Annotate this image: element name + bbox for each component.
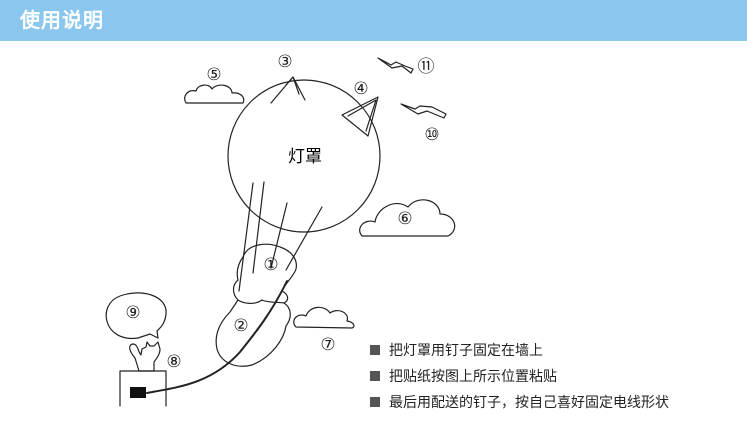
header-title: 使用说明 xyxy=(20,8,104,32)
installation-diagram: 灯罩 ① ② ③ ④ ⑤ ⑥ ⑦ ⑧ ⑨ ⑩ ⑪ xyxy=(105,52,456,407)
step-3-text: 最后用配送的钉子，按自己喜好固定电线形状 xyxy=(389,395,669,411)
marker-3: ③ xyxy=(277,52,292,72)
bird-10-sticker xyxy=(400,103,447,119)
cloud-7-sticker xyxy=(293,306,355,329)
step-1-text: 把灯罩用钉子固定在墙上 xyxy=(389,343,543,359)
marker-5: ⑤ xyxy=(206,65,221,85)
instruction-steps: 把灯罩用钉子固定在墙上 把贴纸按图上所示位置粘贴 最后用配送的钉子，按自己喜好固… xyxy=(370,338,669,416)
cat-8-sticker xyxy=(129,341,161,372)
step-1: 把灯罩用钉子固定在墙上 xyxy=(370,338,669,364)
cloud-6-sticker xyxy=(359,199,456,237)
step-2: 把贴纸按图上所示位置粘贴 xyxy=(370,364,669,390)
lampshade-circle xyxy=(227,79,381,233)
step-3: 最后用配送的钉子，按自己喜好固定电线形状 xyxy=(370,390,669,416)
marker-10: ⑩ xyxy=(424,125,439,145)
marker-9: ⑨ xyxy=(125,303,140,323)
child-figure-sticker xyxy=(215,243,297,367)
cloud-5-sticker xyxy=(184,84,245,104)
marker-11: ⑪ xyxy=(418,57,435,77)
ear-4-sticker xyxy=(341,96,379,137)
step-2-text: 把贴纸按图上所示位置粘贴 xyxy=(389,369,557,385)
speech-bubble-9 xyxy=(105,292,167,339)
marker-6: ⑥ xyxy=(397,209,412,229)
bird-11-sticker xyxy=(377,57,414,74)
section-header: 使用说明 xyxy=(0,0,747,41)
square-bullet-icon xyxy=(370,371,380,381)
plug xyxy=(130,387,146,398)
marker-4: ④ xyxy=(353,79,368,99)
marker-7: ⑦ xyxy=(320,335,335,355)
square-bullet-icon xyxy=(370,397,380,407)
lampshade-label: 灯罩 xyxy=(288,147,322,167)
ear-3-sticker xyxy=(270,76,306,104)
square-bullet-icon xyxy=(370,345,380,355)
marker-1: ① xyxy=(263,255,278,275)
marker-2: ② xyxy=(233,316,248,336)
electric-wire xyxy=(146,280,288,394)
marker-8: ⑧ xyxy=(166,352,181,372)
